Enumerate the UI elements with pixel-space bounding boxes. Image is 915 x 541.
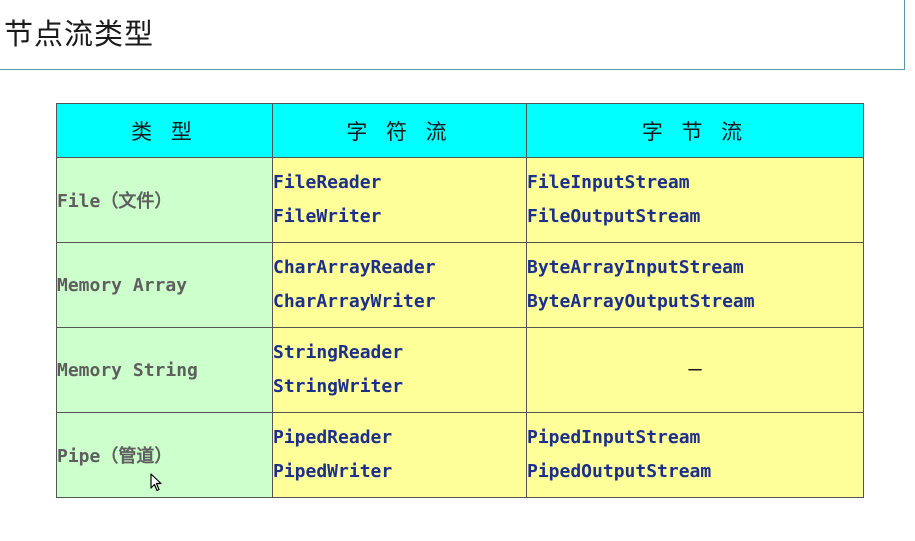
class-name: FileWriter (273, 206, 382, 227)
class-name: FileOutputStream (527, 206, 701, 227)
char-stream-cell: CharArrayReader CharArrayWriter (272, 242, 527, 328)
byte-stream-cell-empty: — (526, 327, 864, 413)
class-name: FileReader (273, 172, 382, 193)
table-row: File（文件） FileReader FileWriter FileInput… (56, 157, 864, 243)
byte-stream-cell: FileInputStream FileOutputStream (526, 157, 864, 243)
type-cell: File（文件） (56, 157, 273, 243)
class-name: PipedOutputStream (527, 461, 712, 482)
header-char-stream: 字 符 流 (272, 103, 527, 158)
table-row: Memory String StringReader StringWriter … (56, 327, 864, 413)
node-stream-table: 类 型 字 符 流 字 节 流 File（文件） FileReader File… (56, 103, 864, 498)
header-byte-stream: 字 节 流 (526, 103, 864, 158)
class-name: PipedInputStream (527, 427, 701, 448)
header-type: 类 型 (56, 103, 273, 158)
mouse-pointer-icon (150, 473, 162, 492)
class-name: CharArrayWriter (273, 291, 436, 312)
slide-title: 节点流类型 (4, 17, 155, 51)
class-name: PipedWriter (273, 461, 393, 482)
table-row: Pipe（管道） PipedReader PipedWriter PipedIn… (56, 412, 864, 498)
class-name: CharArrayReader (273, 257, 436, 278)
table-header-row: 类 型 字 符 流 字 节 流 (56, 103, 864, 158)
type-cell: Pipe（管道） (56, 412, 273, 498)
type-cell: Memory Array (56, 242, 273, 328)
type-cell: Memory String (56, 327, 273, 413)
table-row: Memory Array CharArrayReader CharArrayWr… (56, 242, 864, 328)
class-name: FileInputStream (527, 172, 690, 193)
slide-title-box: 节点流类型 (0, 0, 905, 70)
byte-stream-cell: ByteArrayInputStream ByteArrayOutputStre… (526, 242, 864, 328)
class-name: StringWriter (273, 376, 404, 397)
class-name: StringReader (273, 342, 404, 363)
class-name: ByteArrayInputStream (527, 257, 744, 278)
char-stream-cell: StringReader StringWriter (272, 327, 527, 413)
class-name: PipedReader (273, 427, 393, 448)
class-name: ByteArrayOutputStream (527, 291, 755, 312)
char-stream-cell: PipedReader PipedWriter (272, 412, 527, 498)
char-stream-cell: FileReader FileWriter (272, 157, 527, 243)
byte-stream-cell: PipedInputStream PipedOutputStream (526, 412, 864, 498)
